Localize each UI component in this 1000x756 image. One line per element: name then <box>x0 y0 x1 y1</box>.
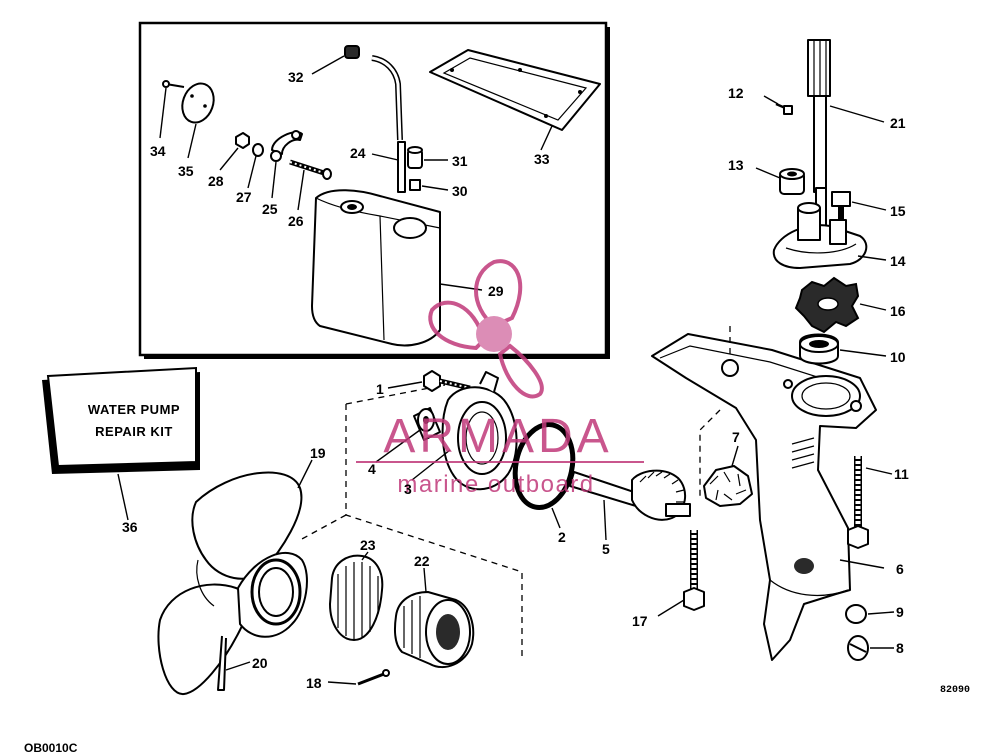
callout-29: 29 <box>488 283 504 299</box>
part-15-screw <box>831 191 851 224</box>
callout-19: 19 <box>310 445 326 461</box>
figure-code: OB0010C <box>24 741 78 755</box>
kit-group-outline <box>299 384 523 660</box>
part-9-washer <box>845 604 867 624</box>
callout-24: 24 <box>350 145 366 161</box>
shaft-center-line <box>699 326 731 500</box>
part-29-fuel-tank <box>311 189 441 347</box>
part-28-nut <box>235 132 250 149</box>
drawing-code: 82090 <box>940 685 970 696</box>
watermark-brand: ARMADA <box>383 410 612 463</box>
callout-28: 28 <box>208 173 224 189</box>
part-4-bushing <box>413 407 441 441</box>
part-10-seal <box>799 333 839 365</box>
part-22-thrust-hub <box>393 591 475 669</box>
callout-16: 16 <box>890 303 906 319</box>
part-5-gear-shaft <box>569 469 691 521</box>
callout-9: 9 <box>896 604 904 620</box>
part-14-pump-cover <box>772 202 868 269</box>
part-35-plate <box>181 82 215 124</box>
watermark: ARMADA marine outboard <box>356 259 644 498</box>
callout-33: 33 <box>534 151 550 167</box>
part-19-propeller <box>157 471 308 696</box>
callout-2: 2 <box>558 529 566 545</box>
part-18-shear-pin <box>357 669 390 686</box>
callout-1: 1 <box>376 381 384 397</box>
part-20-cotter-pin <box>217 635 227 691</box>
callout-3: 3 <box>404 481 412 497</box>
callout-8: 8 <box>896 640 904 656</box>
part-24-line <box>397 141 406 193</box>
callout-34: 34 <box>150 143 166 159</box>
callout-30: 30 <box>452 183 468 199</box>
inset-panel <box>138 21 610 359</box>
callout-labels: 1 2 3 4 5 6 7 8 9 10 11 12 13 14 15 16 1… <box>122 69 909 691</box>
callout-26: 26 <box>288 213 304 229</box>
part-32-grommet <box>344 45 360 59</box>
part-11-stud <box>847 456 869 549</box>
part-17-stud <box>683 530 705 611</box>
callout-7: 7 <box>732 429 740 445</box>
callout-31: 31 <box>452 153 468 169</box>
callout-36: 36 <box>122 519 138 535</box>
part-13-grommet <box>779 168 805 195</box>
callout-20: 20 <box>252 655 268 671</box>
water-pump-repair-kit-box: WATER PUMP REPAIR KIT <box>42 366 200 521</box>
part-21-drive-shaft <box>807 39 831 229</box>
callout-17: 17 <box>632 613 648 629</box>
callout-10: 10 <box>890 349 906 365</box>
part-27-washer <box>252 143 264 157</box>
callout-15: 15 <box>890 203 906 219</box>
kit-line-2: REPAIR KIT <box>95 424 173 439</box>
part-7-pinion-gear <box>703 465 753 507</box>
callout-23: 23 <box>360 537 376 553</box>
part-16-impeller <box>794 276 860 334</box>
part-23-splined-sleeve <box>329 554 384 641</box>
callout-11: 11 <box>894 466 909 482</box>
part-30-fitting <box>409 179 421 191</box>
callout-14: 14 <box>890 253 906 269</box>
callout-5: 5 <box>602 541 610 557</box>
kit-line-1: WATER PUMP <box>88 402 180 417</box>
watermark-tagline: marine outboard <box>397 471 594 498</box>
callout-27: 27 <box>236 189 252 205</box>
callout-35: 35 <box>178 163 194 179</box>
callout-4: 4 <box>368 461 376 477</box>
callout-32: 32 <box>288 69 304 85</box>
callout-22: 22 <box>414 553 430 569</box>
callout-18: 18 <box>306 675 322 691</box>
callout-12: 12 <box>728 85 744 101</box>
part-8-plug <box>847 635 869 661</box>
callout-25: 25 <box>262 201 278 217</box>
callout-6: 6 <box>896 561 904 577</box>
part-26-bolt <box>289 159 332 180</box>
watermark-propeller-icon <box>428 259 544 399</box>
part-34-screw <box>162 80 185 88</box>
part-3-pump-housing <box>441 371 518 491</box>
part-33-gasket <box>429 49 601 131</box>
callout-13: 13 <box>728 157 744 173</box>
part-1-bolt <box>423 370 471 392</box>
part-12-pin <box>775 102 793 115</box>
part-2-o-ring <box>512 422 576 510</box>
callout-21: 21 <box>890 115 906 131</box>
part-6-gearcase <box>651 333 877 661</box>
